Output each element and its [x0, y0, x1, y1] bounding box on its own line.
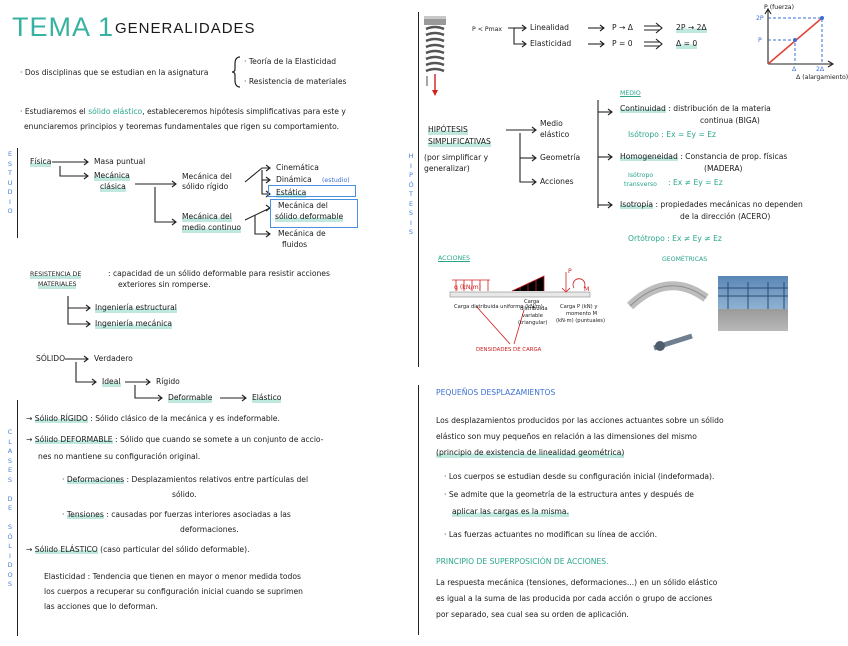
continuidad: Continuidad : distribución de la materia [620, 104, 771, 114]
medio-header: MEDIO [620, 90, 641, 98]
shaft-image [650, 330, 696, 354]
isotropo: Isótropo : Ex = Ey = Ez [628, 130, 716, 140]
pequenos-3: (principio de existencia de linealidad g… [436, 448, 624, 458]
geometria: Geometría [540, 153, 580, 163]
curved-beam-image [628, 276, 708, 316]
pequenos-bullet-2b: aplicar las cargas es la misma. [452, 507, 569, 517]
ortotropo: Ortótropo : Ex ≠ Ey ≠ Ez [628, 234, 722, 244]
medio-elastico-2: elástico [540, 130, 569, 140]
acciones: Acciones [540, 177, 574, 187]
carga-puntual-3: (kN·m) (puntuales) [556, 317, 605, 325]
isotropia: Isotropía : propiedades mecánicas no dep… [620, 200, 803, 210]
load-q: q (kN/m) [454, 284, 481, 292]
superposicion-3: por separado, sea cual sea su orden de a… [436, 610, 629, 620]
superposicion-2: es igual a la suma de las producida por … [436, 594, 712, 604]
pequenos-bullet-3: · Las fuerzas actuantes no modifican su … [444, 530, 657, 540]
pequenos-2: elástico son muy pequeños en relación a … [436, 432, 697, 442]
isotropo-transverso-eq: : Ex ≠ Ey = Ez [668, 178, 723, 188]
pequenos-1: Los desplazamientos producidos por las a… [436, 416, 724, 426]
acciones-header: ACCIONES [438, 255, 470, 263]
carga-variable-4: (triangular) [518, 319, 547, 327]
superposicion-header: PRINCIPIO DE SUPERPOSICIÓN DE ACCIONES. [436, 557, 609, 567]
isotropo-transverso-2: transverso [624, 181, 657, 189]
homogeneidad: Homogeneidad : Constancia de prop. físic… [620, 152, 787, 162]
pequenos-bullet-1: · Los cuerpos se estudian desde su confi… [444, 472, 714, 482]
superposicion-1: La respuesta mecánica (tensiones, deform… [436, 578, 717, 588]
pequenos-bullet-2: · Se admite que la geometría de la estru… [444, 490, 694, 500]
continuidad-2: continua (BIGA) [700, 116, 760, 126]
geometricas-header: GEOMÉTRICAS [662, 256, 707, 264]
medio-elastico-1: Medio [540, 119, 563, 129]
densidades-de-carga: DENSIDADES DE CARGA [476, 346, 541, 354]
pequenos-header: PEQUEÑOS DESPLAZAMIENTOS [436, 388, 555, 398]
load-p: P [568, 268, 572, 276]
isotropia-2: de la dirección (ACERO) [680, 212, 770, 222]
isotropo-transverso-1: Isótropo [628, 172, 653, 180]
load-m: M [584, 286, 589, 294]
warehouse-structure-image [718, 276, 788, 331]
homogeneidad-2: (MADERA) [704, 164, 742, 174]
